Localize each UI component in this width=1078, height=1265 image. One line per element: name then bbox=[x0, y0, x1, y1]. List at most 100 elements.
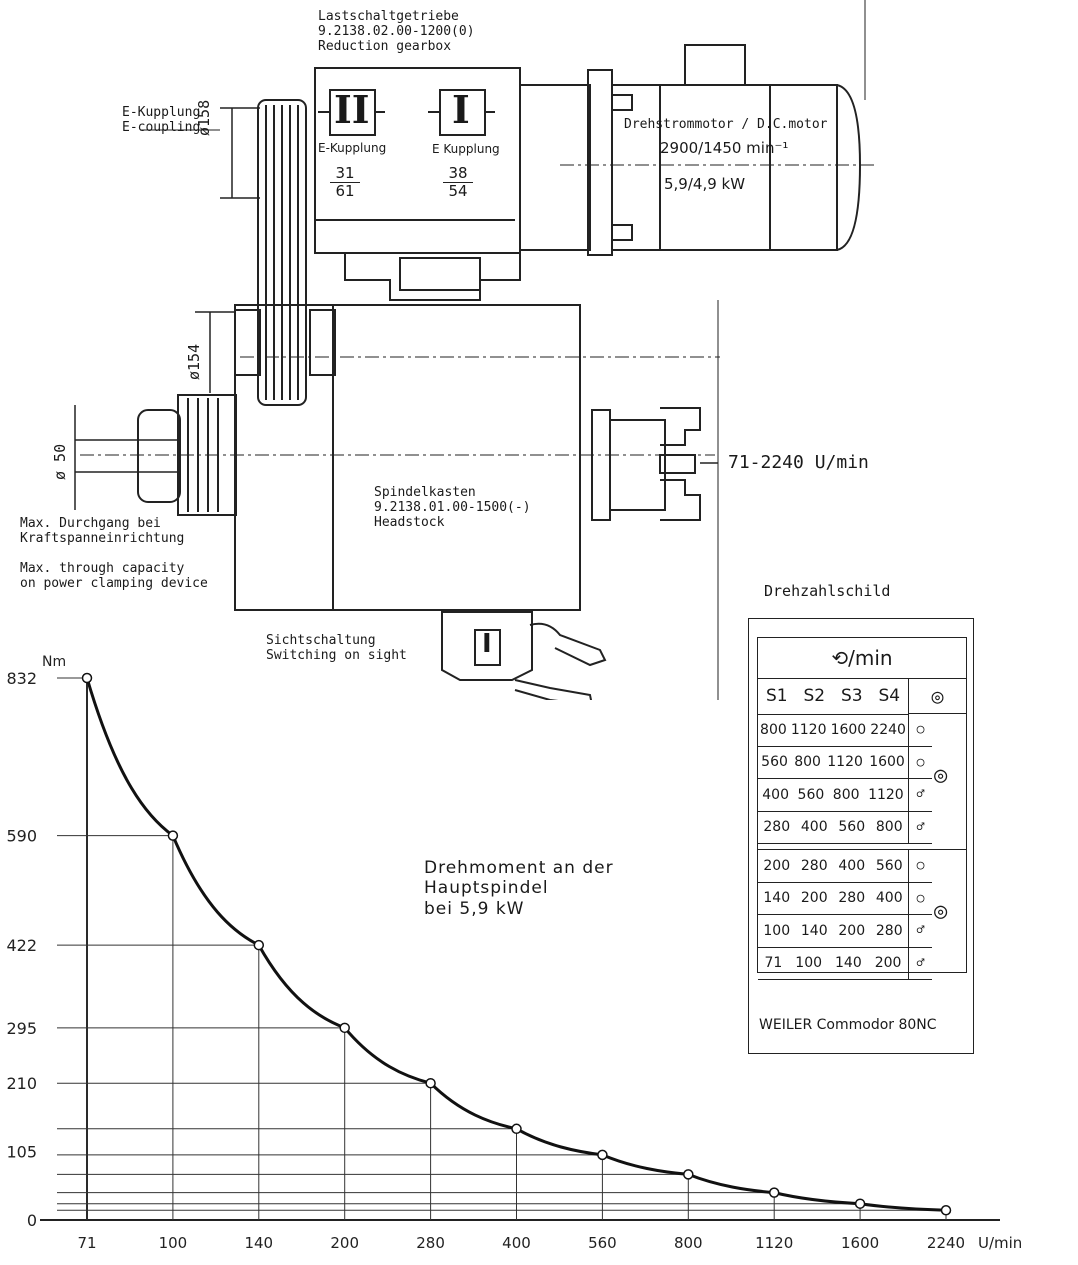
speed-plate-cell: 400 bbox=[762, 786, 789, 803]
data-point bbox=[940, 1204, 952, 1216]
speed-plate-header-3: S3 bbox=[840, 686, 863, 706]
chart-title-line-3: bei 5,9 kW bbox=[424, 898, 525, 919]
clutch-i-roman: I bbox=[452, 87, 470, 132]
sight-switch-knob: I bbox=[482, 629, 492, 659]
speed-plate-cell: 400 bbox=[875, 890, 903, 907]
lever-position-icon: ○ bbox=[908, 882, 932, 915]
drive-belt bbox=[257, 99, 307, 406]
ratio-right-numerator: 38 bbox=[443, 164, 473, 184]
data-point bbox=[167, 830, 179, 841]
lever-position-icon: ○ bbox=[908, 714, 932, 747]
max-capacity-label: Max. through capacity on power clamping … bbox=[20, 561, 208, 592]
data-point bbox=[854, 1198, 866, 1209]
speed-plate-cell: 1120 bbox=[868, 786, 904, 803]
e-coupling-en: E-coupling bbox=[122, 119, 201, 135]
speed-plate-cell: 71 bbox=[764, 955, 783, 972]
speed-plate-cell: 2240 bbox=[870, 721, 906, 738]
lever-upper bbox=[529, 622, 607, 667]
headstock-de: Spindelkasten bbox=[374, 485, 476, 500]
speed-plate-cell: 1120 bbox=[790, 721, 827, 738]
headstock-part-number: 9.2138.01.00-1500(-) bbox=[374, 499, 531, 515]
x-tick-label: 400 bbox=[502, 1234, 531, 1252]
gearbox-part-number: 9.2138.02.00-1200(0) bbox=[318, 23, 475, 39]
data-point bbox=[683, 1169, 694, 1180]
group-lever-icon: ◎ bbox=[934, 898, 948, 924]
speed-plate-cell: 1600 bbox=[830, 721, 867, 738]
x-tick-label: 200 bbox=[330, 1234, 359, 1252]
y-tick-label: 422 bbox=[6, 936, 37, 955]
speed-plate-cell: 800 bbox=[794, 754, 821, 771]
lever-ring-icon: ◎ bbox=[931, 684, 944, 708]
x-tick-label: 1600 bbox=[841, 1234, 879, 1252]
speed-plate-cell: 280 bbox=[800, 857, 828, 874]
data-point bbox=[81, 672, 93, 684]
dimension-50: ø 50 bbox=[51, 443, 69, 480]
speed-plate-cell: 200 bbox=[800, 890, 828, 907]
speed-plate-cell: 140 bbox=[800, 922, 828, 939]
max-passage-label: Max. Durchgang bei Kraftspanneinrichtung bbox=[20, 516, 185, 547]
motor-speed: 2900/1450 min⁻¹ bbox=[660, 139, 789, 157]
spindle-speed-range: 71-2240 U/min bbox=[728, 452, 869, 473]
max-capacity-en-1: Max. through capacity bbox=[20, 561, 185, 576]
lever-position-icon: ♂ bbox=[908, 779, 932, 812]
y-tick-label: 105 bbox=[6, 1143, 37, 1162]
speed-plate-cell: 100 bbox=[795, 955, 823, 972]
rotation-icon: ⟲ bbox=[831, 646, 849, 670]
speed-plate-title: Drehzahlschild bbox=[764, 582, 891, 600]
clutch-ii-roman: II bbox=[334, 87, 370, 132]
speed-plate-cell: 1120 bbox=[827, 754, 863, 771]
torque-curve bbox=[85, 677, 947, 1212]
e-coupling-label: E-Kupplung E-coupling bbox=[122, 105, 201, 136]
x-tick-label: 280 bbox=[416, 1234, 445, 1252]
speed-plate-cell: 100 bbox=[763, 922, 791, 939]
e-coupling-de: E-Kupplung bbox=[122, 105, 201, 120]
data-point bbox=[425, 1077, 436, 1089]
speed-plate-cell: 280 bbox=[763, 819, 791, 836]
lever-lower bbox=[514, 679, 593, 700]
machine-drawing bbox=[74, 0, 875, 700]
x-tick-label: 560 bbox=[588, 1234, 617, 1252]
y-tick-label: 295 bbox=[6, 1019, 37, 1038]
speed-plate-cell: 560 bbox=[838, 819, 866, 836]
speed-plate-cell: 200 bbox=[763, 857, 791, 874]
data-point bbox=[768, 1187, 780, 1198]
x-axis-unit: U/min bbox=[978, 1234, 1022, 1252]
x-tick-label: 800 bbox=[674, 1234, 703, 1252]
speed-plate-cell: 560 bbox=[797, 786, 825, 803]
dimension-154: ø154 bbox=[185, 343, 203, 380]
speed-plate-row: 280 400 560 800 bbox=[758, 812, 908, 844]
speed-plate-cell: 560 bbox=[761, 754, 788, 771]
clutch-i-label: E Kupplung bbox=[432, 142, 500, 156]
chart-title: Drehmoment an der Hauptspindel bei 5,9 k… bbox=[424, 858, 614, 919]
motor-title: Drehstrommotor / D.C.motor bbox=[624, 117, 828, 132]
max-passage-de-2: Kraftspanneinrichtung bbox=[20, 530, 185, 546]
speed-plate-cell: 800 bbox=[875, 819, 903, 836]
x-tick-label: 2240 bbox=[927, 1234, 965, 1252]
y-tick-label: 210 bbox=[6, 1074, 37, 1093]
gearbox-feet bbox=[344, 253, 521, 301]
speed-plate-unit-row: ⟲/min bbox=[758, 638, 966, 679]
speed-plate-row: 400 560 800 1120 bbox=[758, 779, 908, 812]
speed-plate-cell: 280 bbox=[875, 922, 903, 939]
gearbox-title-en: Reduction gearbox bbox=[318, 38, 452, 54]
sight-switch-housing bbox=[441, 611, 533, 681]
y-tick-label: 0 bbox=[27, 1211, 37, 1230]
ratio-left: 31 61 bbox=[330, 164, 360, 201]
x-tick-label: 140 bbox=[244, 1234, 273, 1252]
speed-plate-cell: 800 bbox=[760, 721, 787, 738]
speed-plate-cell: 400 bbox=[800, 819, 828, 836]
headstock-body bbox=[234, 304, 581, 611]
clutch-ii-label: E-Kupplung bbox=[318, 141, 387, 155]
speed-plate-cell: 800 bbox=[832, 786, 860, 803]
gearbox-title: Lastschaltgetriebe 9.2138.02.00-1200(0) … bbox=[318, 9, 475, 55]
ratio-left-numerator: 31 bbox=[330, 164, 360, 184]
speed-plate-header-1: S1 bbox=[765, 686, 788, 706]
